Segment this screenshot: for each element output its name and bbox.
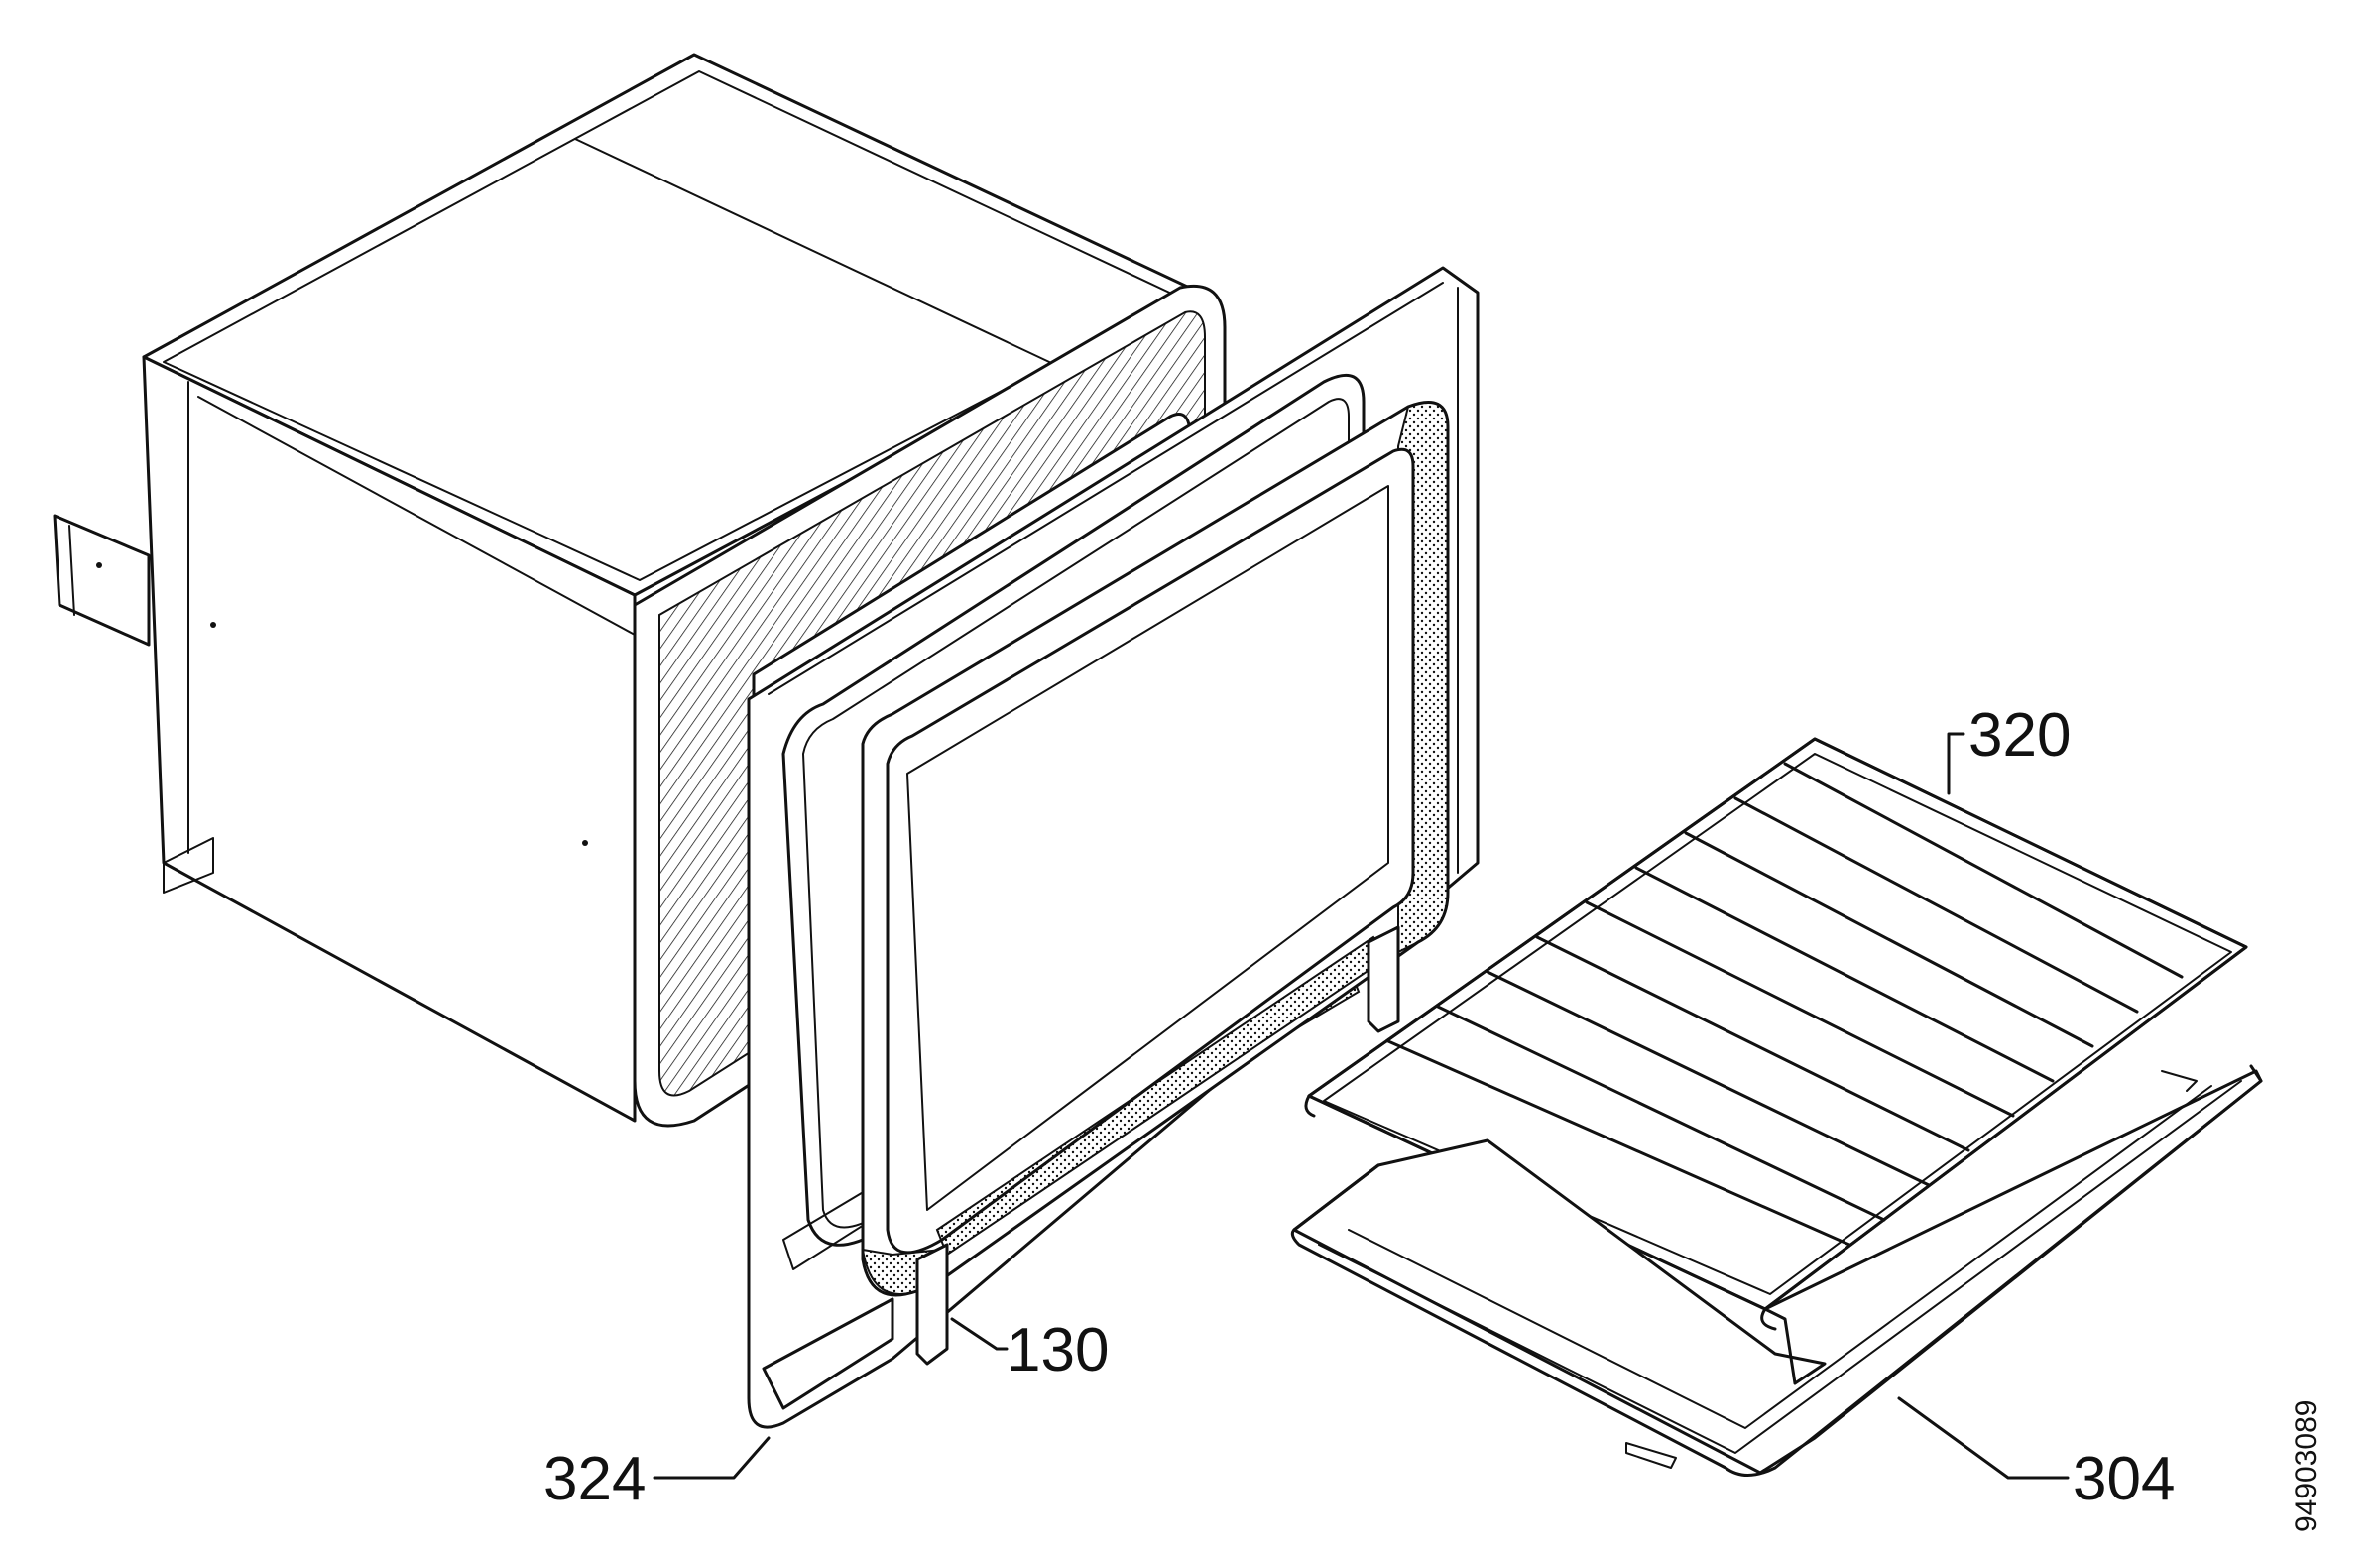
callout-320: 320	[1968, 701, 2071, 770]
rack-wires	[1386, 762, 2184, 1247]
door-seal	[861, 401, 1450, 1366]
callout-130: 130	[1007, 1316, 1109, 1384]
callout-324: 324	[543, 1445, 646, 1513]
leader-324	[653, 1436, 771, 1480]
oven-cavity	[53, 53, 1202, 1123]
baking-tray	[1290, 1064, 2263, 1477]
leader-130	[950, 1317, 1009, 1351]
leader-lines	[653, 732, 2070, 1480]
callout-304: 304	[2073, 1445, 2175, 1513]
leader-320	[1947, 732, 1965, 795]
leader-304	[1897, 1396, 2070, 1480]
mounting-bracket	[53, 514, 151, 647]
drawing-code: 94903089	[2290, 1400, 2322, 1532]
